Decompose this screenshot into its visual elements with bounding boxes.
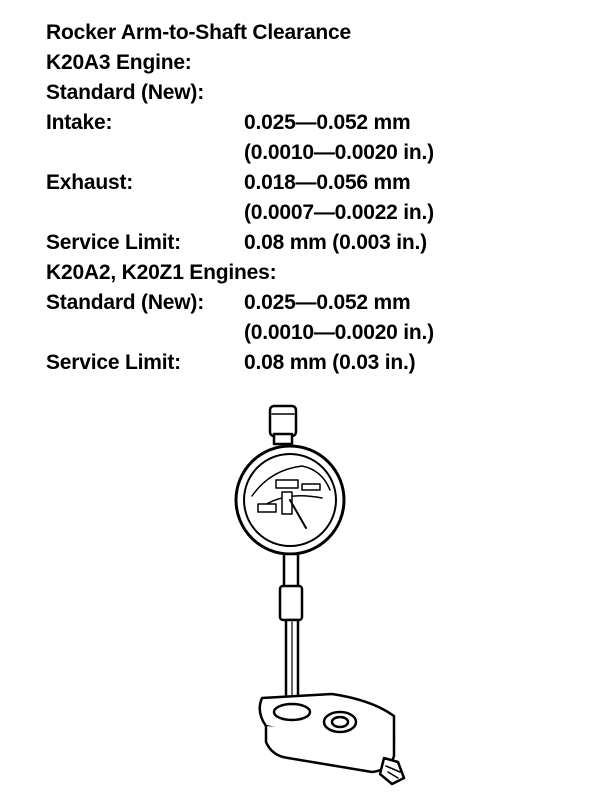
k20a2-heading-text: K20A2, K20Z1 Engines: <box>46 261 277 284</box>
exhaust-inch-value: (0.0007—0.0022 in.) <box>244 201 434 224</box>
intake-inch-value: (0.0010—0.0020 in.) <box>244 141 434 164</box>
intake-mm-value: 0.025—0.052 mm <box>244 111 411 134</box>
k20a3-service-label: Service Limit: <box>46 231 181 254</box>
exhaust-mm-value: 0.018—0.056 mm <box>244 171 411 194</box>
dial-indicator-icon <box>234 404 406 786</box>
k20a2-service-value: 0.08 mm (0.03 in.) <box>244 351 416 374</box>
k20a3-service-value: 0.08 mm (0.003 in.) <box>244 231 427 254</box>
intake-label: Intake: <box>46 111 113 134</box>
k20a2-service-label: Service Limit: <box>46 351 181 374</box>
k20a2-standard-mm-value: 0.025—0.052 mm <box>244 291 411 314</box>
exhaust-label: Exhaust: <box>46 171 134 194</box>
k20a3-standard-label: Standard (New): <box>46 81 205 104</box>
k20a3-heading-text: K20A3 Engine: <box>46 51 192 74</box>
title-text: Rocker Arm-to-Shaft Clearance <box>46 21 352 44</box>
k20a2-standard-inch-value: (0.0010—0.0020 in.) <box>244 321 434 344</box>
dial-indicator-figure <box>222 400 422 800</box>
k20a2-standard-label: Standard (New): <box>46 291 205 314</box>
